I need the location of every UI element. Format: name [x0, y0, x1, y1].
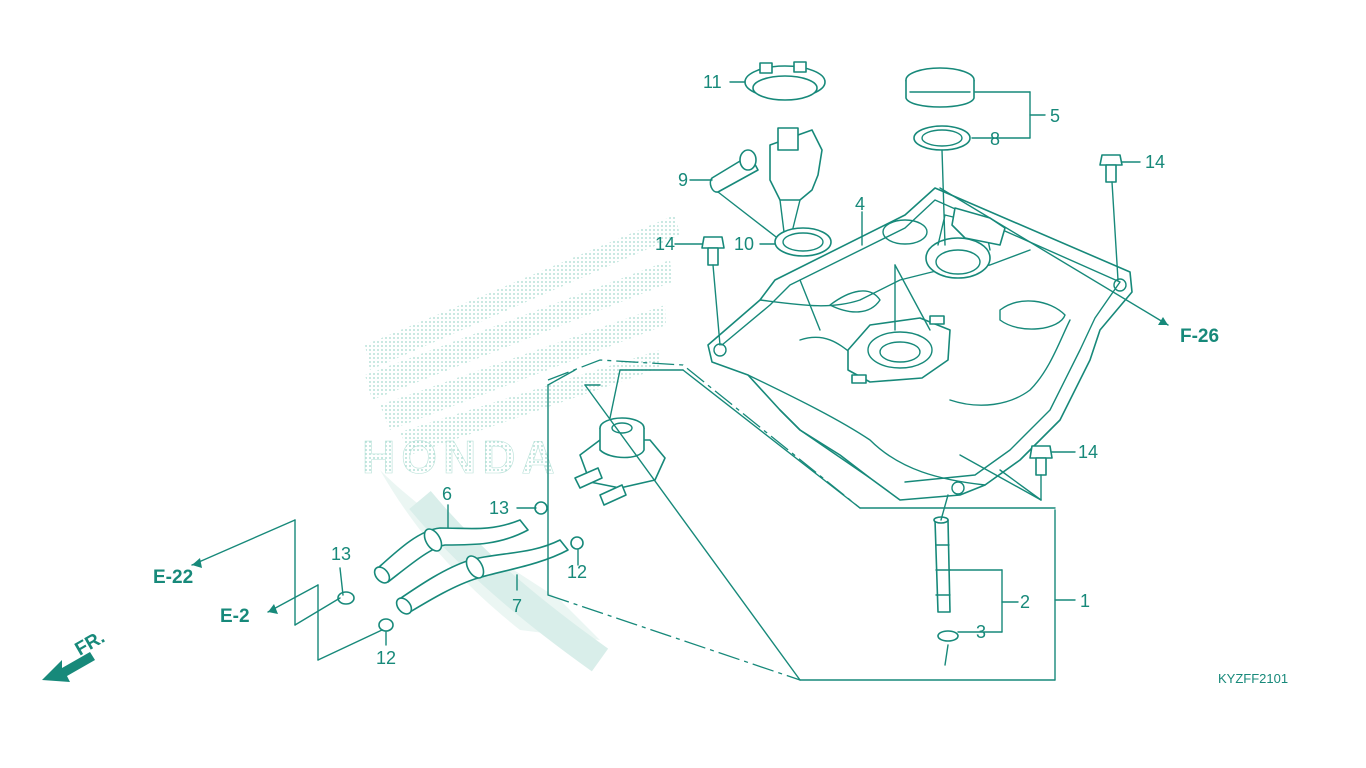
reference-lines [191, 519, 383, 661]
front-arrow: FR. [42, 627, 109, 682]
bolt-14-top-right [1099, 154, 1123, 183]
label-7: 7 [512, 596, 522, 616]
label-14-top-right: 14 [1145, 152, 1165, 172]
label-13-right: 13 [489, 498, 509, 518]
fuel-tank [707, 187, 1133, 501]
label-14-bottom-right: 14 [1078, 442, 1098, 462]
label-13-left: 13 [331, 544, 351, 564]
front-label: FR. [72, 627, 109, 660]
label-10: 10 [734, 234, 754, 254]
ref-f26: F-26 [1180, 326, 1219, 347]
fuel-pump-9 [709, 127, 823, 245]
lock-ring-11 [744, 61, 826, 101]
reference-codes: F-26 E-22 E-2 KYZFF2101 [153, 326, 1288, 686]
ref-e2: E-2 [220, 606, 250, 627]
fuel-cap-5 [905, 67, 975, 108]
label-12-left: 12 [376, 648, 396, 668]
o-ring-10 [774, 227, 832, 257]
label-5: 5 [1050, 106, 1060, 126]
part-numbers: 11 9 10 14 4 5 8 14 14 1 2 3 6 7 13 13 1… [331, 72, 1165, 668]
fuel-strainer-2 [933, 516, 959, 642]
label-1: 1 [1080, 591, 1090, 611]
cap-gasket-8 [913, 125, 971, 151]
diagram-code: KYZFF2101 [1218, 671, 1288, 686]
bolt-14-left [701, 236, 725, 266]
label-12-right: 12 [567, 562, 587, 582]
ref-e22: E-22 [153, 567, 193, 588]
leader-lines [339, 81, 1169, 681]
assembly-dash-outline [547, 359, 861, 681]
honda-wordmark-watermark: HONDA [362, 431, 561, 484]
label-2: 2 [1020, 592, 1030, 612]
label-8: 8 [990, 129, 1000, 149]
fuel-valve [574, 417, 666, 506]
honda-wing-watermark [365, 215, 680, 672]
label-3: 3 [976, 622, 986, 642]
bolt-14-bottom-right [1029, 445, 1053, 476]
label-4: 4 [855, 194, 865, 214]
label-14-left: 14 [655, 234, 675, 254]
honda-watermark-text: HONDA [362, 431, 561, 483]
label-6: 6 [442, 484, 452, 504]
label-9: 9 [678, 170, 688, 190]
label-11: 11 [703, 72, 722, 92]
